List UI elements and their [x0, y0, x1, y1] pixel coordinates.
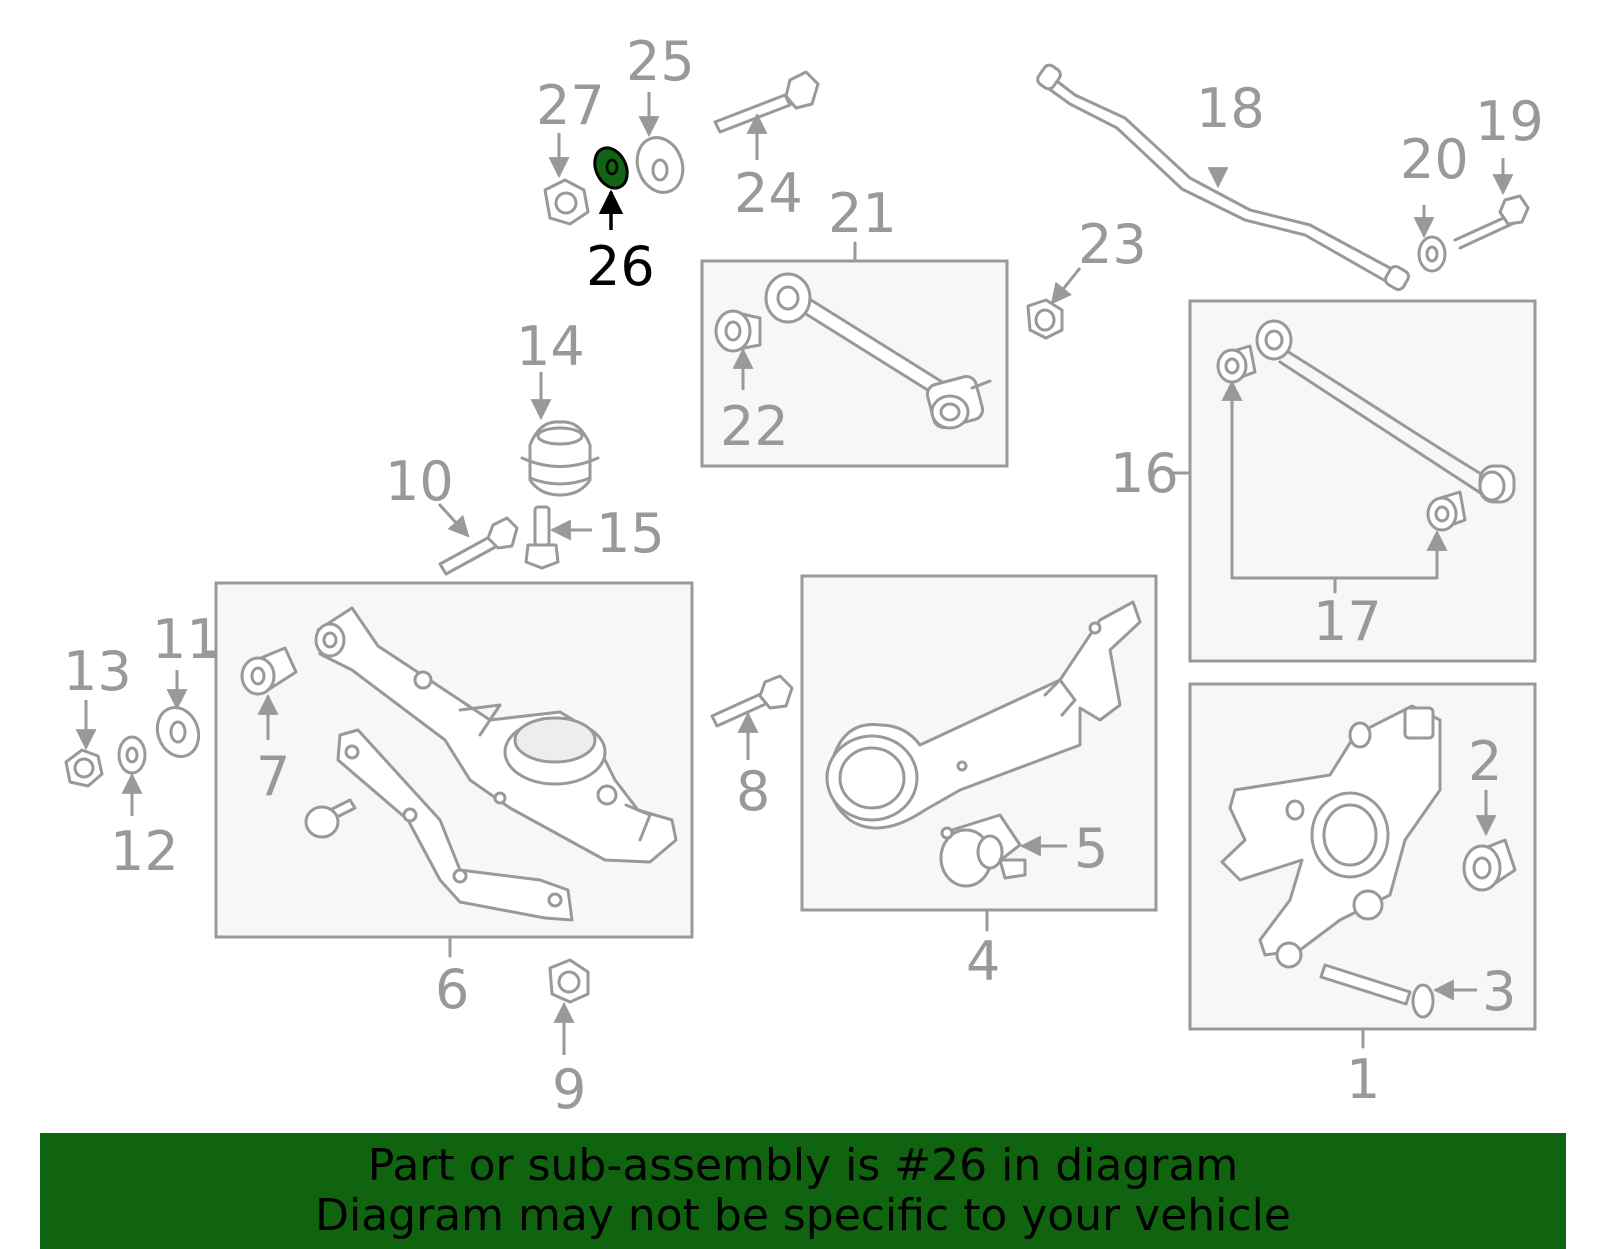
info-banner: Part or sub-assembly is #26 in diagram D… [40, 1133, 1566, 1249]
label-19: 19 [1475, 90, 1544, 153]
stabilizer-bar-part-18 [1036, 63, 1410, 291]
label-17: 17 [1313, 590, 1382, 653]
label-27: 27 [536, 74, 605, 137]
bolt-part-24 [713, 70, 820, 134]
label-11: 11 [152, 608, 221, 671]
label-4: 4 [966, 930, 1000, 993]
bushing-part-5 [939, 813, 1027, 888]
washer-part-12 [117, 735, 147, 775]
label-7: 7 [256, 745, 290, 808]
label-21: 21 [828, 182, 897, 245]
bolt-part-10 [438, 516, 519, 576]
group-box-6 [214, 581, 694, 939]
label-26[interactable]: 26 [586, 235, 655, 298]
washer-part-11 [155, 706, 201, 758]
label-25: 25 [626, 30, 695, 93]
label-18: 18 [1196, 77, 1265, 140]
lower-control-arm-part-6 [314, 606, 678, 864]
label-2: 2 [1468, 730, 1502, 793]
label-10: 10 [385, 450, 454, 513]
bolt-part-19 [1453, 194, 1530, 250]
washer-part-20 [1417, 235, 1447, 273]
label-23: 23 [1078, 213, 1147, 276]
nut-part-27 [543, 178, 590, 226]
washer-part-25 [635, 136, 685, 194]
bolt-part-3 [1319, 963, 1435, 1019]
banner-line-part-number: Part or sub-assembly is #26 in diagram [367, 1140, 1239, 1191]
bushing-part-22 [714, 309, 762, 353]
label-14: 14 [516, 315, 585, 378]
label-5: 5 [1074, 817, 1108, 880]
label-9: 9 [552, 1058, 586, 1121]
bushing-part-17b [1426, 490, 1467, 532]
label-15: 15 [596, 502, 665, 565]
label-8: 8 [736, 760, 770, 823]
bolt-part-15 [524, 505, 560, 570]
control-arm-part-16 [1255, 319, 1516, 504]
bushing-part-7 [240, 646, 298, 696]
nut-part-23 [1026, 298, 1064, 340]
label-1: 1 [1346, 1048, 1380, 1111]
nut-part-9 [548, 958, 590, 1004]
trailing-arm-part-4 [825, 600, 1142, 830]
label-6: 6 [435, 958, 469, 1021]
label-20: 20 [1400, 128, 1469, 191]
bushing-part-2 [1462, 838, 1517, 892]
bolt-in-group-6 [304, 798, 357, 839]
reinforcement-bracket [336, 728, 574, 922]
label-3: 3 [1482, 960, 1516, 1023]
label-13: 13 [63, 640, 132, 703]
control-arm-part-21 [764, 272, 992, 430]
bump-stop-part-14 [520, 420, 600, 497]
label-24: 24 [734, 162, 803, 225]
label-16: 16 [1110, 442, 1179, 505]
label-22: 22 [720, 395, 789, 458]
nut-part-13 [64, 748, 104, 788]
banner-line-disclaimer: Diagram may not be specific to your vehi… [315, 1190, 1291, 1241]
label-12: 12 [110, 820, 179, 883]
steering-knuckle-part-1 [1220, 704, 1442, 969]
bolt-part-8 [710, 674, 794, 728]
washer-part-26-highlighted[interactable] [589, 143, 634, 194]
